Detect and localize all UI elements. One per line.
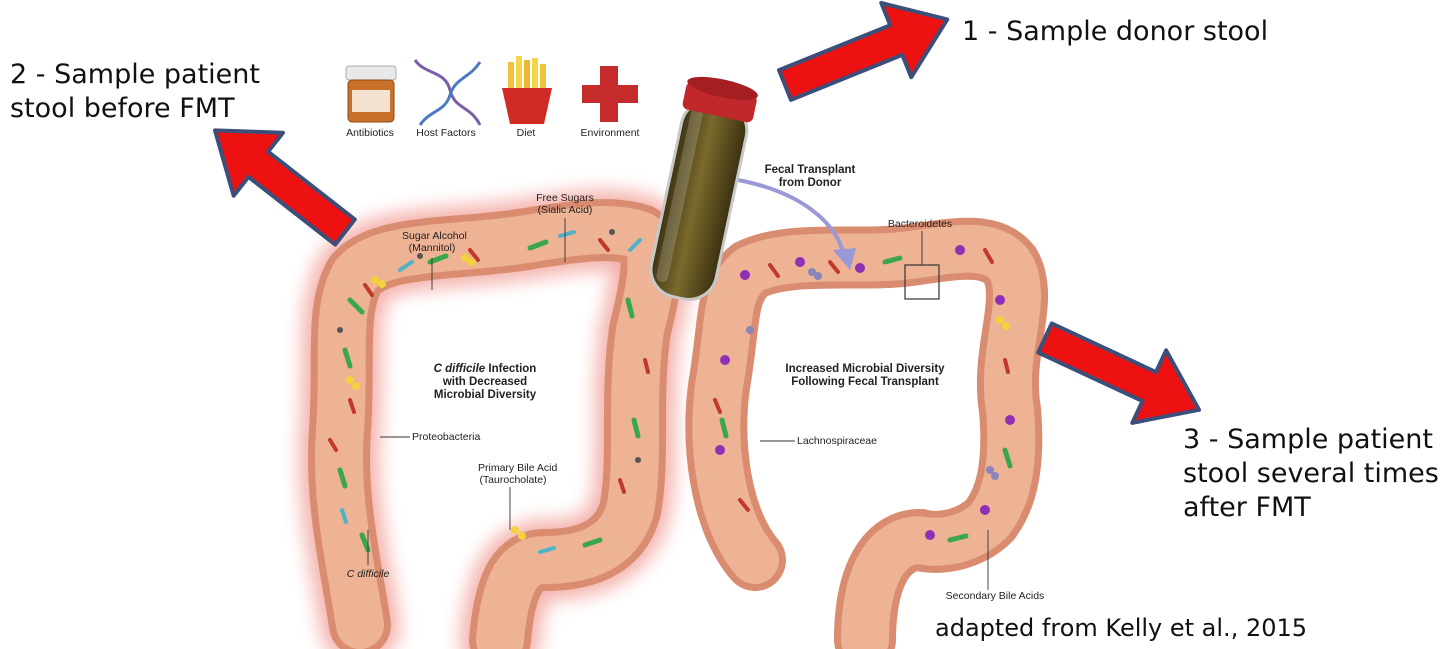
primary-bile-line2: (Taurocholate) <box>478 474 548 486</box>
label-lachnospiraceae: Lachnospiraceae <box>797 435 877 447</box>
sugar-alcohol-line1: Sugar Alcohol <box>402 230 462 242</box>
left-title-line3: Microbial Diversity <box>420 389 550 402</box>
callout-before-line2: stool before FMT <box>10 92 260 126</box>
label-free-sugars: Free Sugars (Sialic Acid) <box>535 192 595 216</box>
label-bacteroidetes: Bacteroidetes <box>880 218 960 230</box>
transplant-label-line1: Fecal Transplant <box>760 164 860 177</box>
french-fries-icon <box>502 56 552 124</box>
dna-helix-icon <box>415 60 480 125</box>
callout-before-line1: 2 - Sample patient <box>10 58 260 92</box>
risk-label-environment: Environment <box>570 127 650 139</box>
callout-after-line2: stool several times <box>1183 457 1439 491</box>
transplant-label-line2: from Donor <box>760 177 860 190</box>
risk-label-antibiotics: Antibiotics <box>330 127 410 139</box>
left-title-rest: Infection <box>485 363 536 375</box>
callout-sample-after: 3 - Sample patient stool several times a… <box>1183 423 1439 525</box>
sugar-alcohol-line2: (Mannitol) <box>402 242 462 254</box>
red-cross-icon <box>582 66 638 122</box>
right-title-line2: Following Fecal Transplant <box>780 376 950 389</box>
callout-after-line3: after FMT <box>1183 491 1439 525</box>
callout-after-line1: 3 - Sample patient <box>1183 423 1439 457</box>
label-c-difficile: C difficile <box>340 568 396 580</box>
primary-bile-line1: Primary Bile Acid <box>478 462 548 474</box>
arrow-to-donor <box>770 0 962 122</box>
pill-bottle-icon <box>346 66 396 122</box>
label-secondary-bile-acids: Secondary Bile Acids <box>940 590 1050 602</box>
right-title-line1: Increased Microbial Diversity <box>780 363 950 376</box>
label-sugar-alcohol: Sugar Alcohol (Mannitol) <box>402 230 462 254</box>
free-sugars-line2: (Sialic Acid) <box>535 204 595 216</box>
right-colon-title: Increased Microbial Diversity Following … <box>780 363 950 389</box>
label-primary-bile-acid: Primary Bile Acid (Taurocholate) <box>478 462 548 486</box>
callout-sample-before: 2 - Sample patient stool before FMT <box>10 58 260 126</box>
left-title-italic: C difficile <box>434 363 486 375</box>
left-title-line2: with Decreased <box>420 376 550 389</box>
free-sugars-line1: Free Sugars <box>535 192 595 204</box>
risk-label-host-factors: Host Factors <box>406 127 486 139</box>
citation: adapted from Kelly et al., 2015 <box>935 614 1307 642</box>
transplant-label: Fecal Transplant from Donor <box>760 164 860 190</box>
risk-label-diet: Diet <box>486 127 566 139</box>
left-colon-title: C difficile Infection with Decreased Mic… <box>420 363 550 402</box>
label-proteobacteria: Proteobacteria <box>412 431 480 443</box>
callout-sample-donor: 1 - Sample donor stool <box>962 15 1268 49</box>
